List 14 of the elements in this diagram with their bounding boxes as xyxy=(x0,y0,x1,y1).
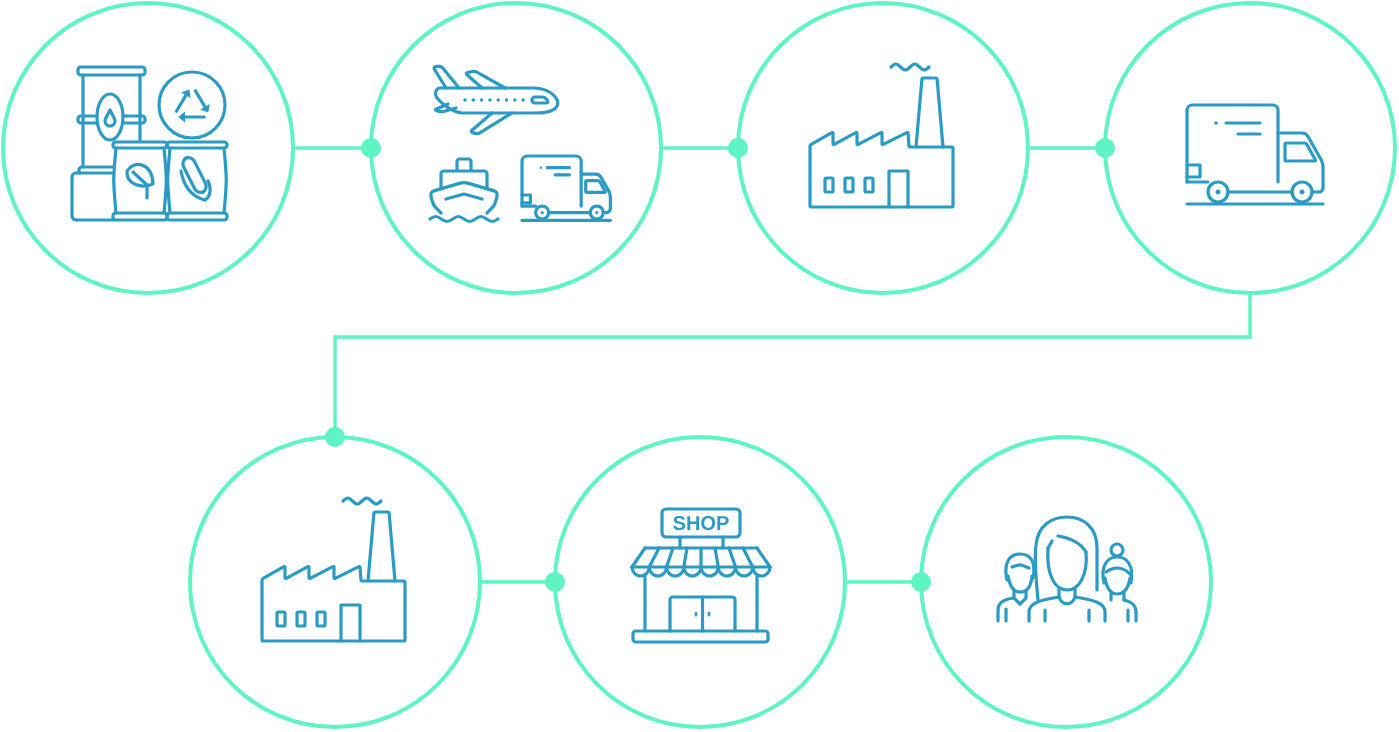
connector-line xyxy=(295,138,381,158)
stage-circle xyxy=(1,1,295,295)
stage-circle xyxy=(1103,1,1397,295)
connector-line xyxy=(847,572,931,592)
stage-circle xyxy=(369,1,663,295)
stage-circle xyxy=(919,435,1213,729)
connector-line xyxy=(325,295,1252,447)
connector-line xyxy=(482,572,565,592)
sign-text: SHOP xyxy=(673,515,729,531)
stage-circle xyxy=(188,435,482,729)
connector-line xyxy=(663,138,748,158)
connector-line xyxy=(1030,138,1115,158)
stage-circle xyxy=(553,435,847,729)
stage-circle xyxy=(736,1,1030,295)
